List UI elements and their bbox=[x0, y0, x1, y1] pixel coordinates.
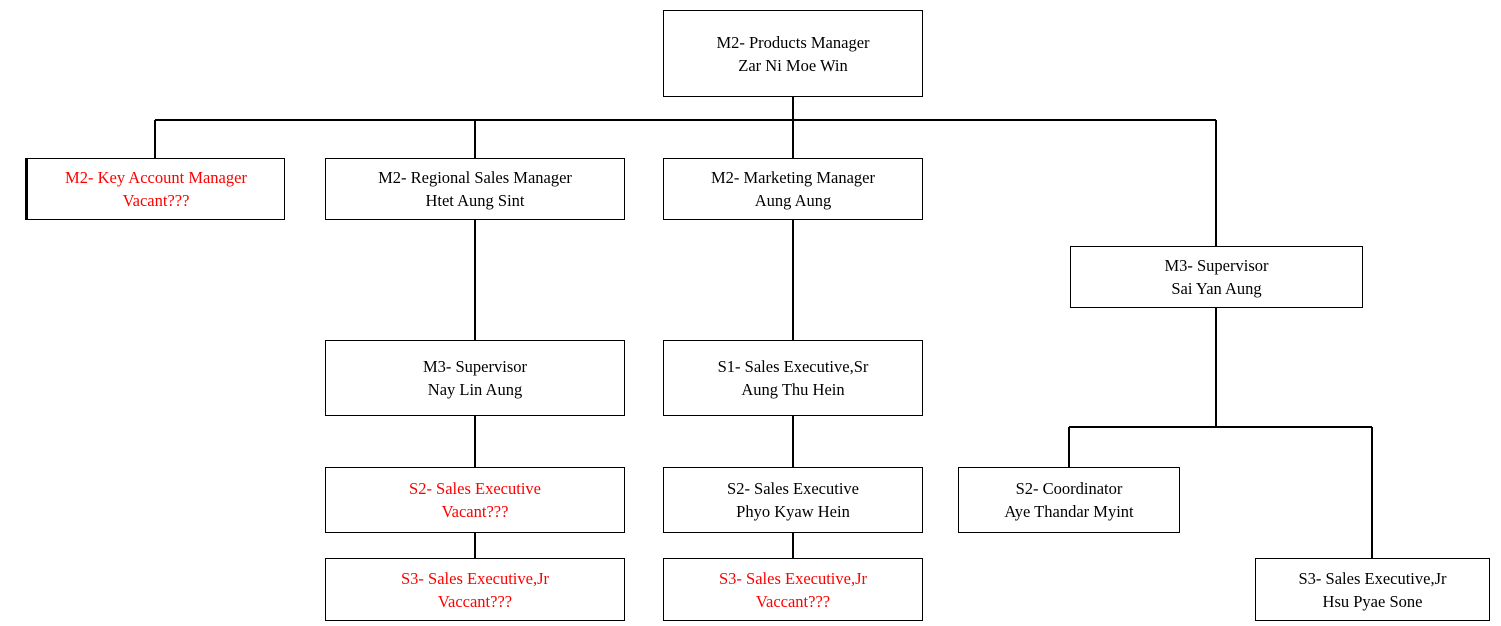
org-node-products-manager[interactable]: M2- Products Manager Zar Ni Moe Win bbox=[663, 10, 923, 97]
node-role: S1- Sales Executive,Sr bbox=[717, 357, 869, 376]
org-node-marketing-manager[interactable]: M2- Marketing Manager Aung Aung bbox=[663, 158, 923, 220]
org-node-supervisor-sai-yan-aung[interactable]: M3- Supervisor Sai Yan Aung bbox=[1070, 246, 1363, 308]
node-role: M2- Key Account Manager bbox=[65, 168, 247, 187]
node-role: S2- Sales Executive bbox=[409, 479, 541, 498]
node-role: S2- Sales Executive bbox=[727, 479, 859, 498]
node-person: Zar Ni Moe Win bbox=[738, 55, 848, 75]
node-person: Nay Lin Aung bbox=[427, 380, 523, 399]
node-role: M3- Supervisor bbox=[1164, 256, 1269, 275]
org-node-sales-executive-sr[interactable]: S1- Sales Executive,Sr Aung Thu Hein bbox=[663, 340, 923, 416]
node-person: Vaccant??? bbox=[437, 591, 513, 611]
node-person: Sai Yan Aung bbox=[1171, 279, 1262, 298]
node-person: Htet Aung Sint bbox=[425, 191, 525, 210]
node-role: S3- Sales Executive,Jr bbox=[718, 568, 867, 588]
node-role: M2- Products Manager bbox=[716, 32, 870, 52]
node-person: Hsu Pyae Sone bbox=[1322, 591, 1423, 611]
node-person: Aung Aung bbox=[754, 191, 832, 210]
org-node-sales-executive-s2-vacant[interactable]: S2- Sales Executive Vacant??? bbox=[325, 467, 625, 533]
org-node-sales-executive-jr-hsu[interactable]: S3- Sales Executive,Jr Hsu Pyae Sone bbox=[1255, 558, 1490, 621]
node-person: Vaccant??? bbox=[755, 591, 831, 611]
node-person: Phyo Kyaw Hein bbox=[736, 502, 850, 521]
org-node-supervisor-nay-lin-aung[interactable]: M3- Supervisor Nay Lin Aung bbox=[325, 340, 625, 416]
node-role: M2- Regional Sales Manager bbox=[378, 168, 572, 187]
org-node-sales-executive-jr-left[interactable]: S3- Sales Executive,Jr Vaccant??? bbox=[325, 558, 625, 621]
org-node-sales-executive-s2-phyo[interactable]: S2- Sales Executive Phyo Kyaw Hein bbox=[663, 467, 923, 533]
node-role: S2- Coordinator bbox=[1015, 479, 1123, 498]
org-node-sales-executive-jr-mid[interactable]: S3- Sales Executive,Jr Vaccant??? bbox=[663, 558, 923, 621]
node-person: Vacant??? bbox=[441, 502, 509, 521]
org-node-key-account-manager[interactable]: M2- Key Account Manager Vacant??? bbox=[25, 158, 285, 220]
node-role: M3- Supervisor bbox=[422, 357, 528, 376]
org-node-regional-sales-manager[interactable]: M2- Regional Sales Manager Htet Aung Sin… bbox=[325, 158, 625, 220]
node-person: Aung Thu Hein bbox=[741, 380, 845, 399]
node-person: Vacant??? bbox=[122, 191, 190, 210]
org-node-coordinator-s2[interactable]: S2- Coordinator Aye Thandar Myint bbox=[958, 467, 1180, 533]
node-role: S3- Sales Executive,Jr bbox=[400, 568, 549, 588]
node-role: M2- Marketing Manager bbox=[710, 168, 876, 187]
node-role: S3- Sales Executive,Jr bbox=[1298, 568, 1447, 588]
node-person: Aye Thandar Myint bbox=[1004, 502, 1134, 521]
